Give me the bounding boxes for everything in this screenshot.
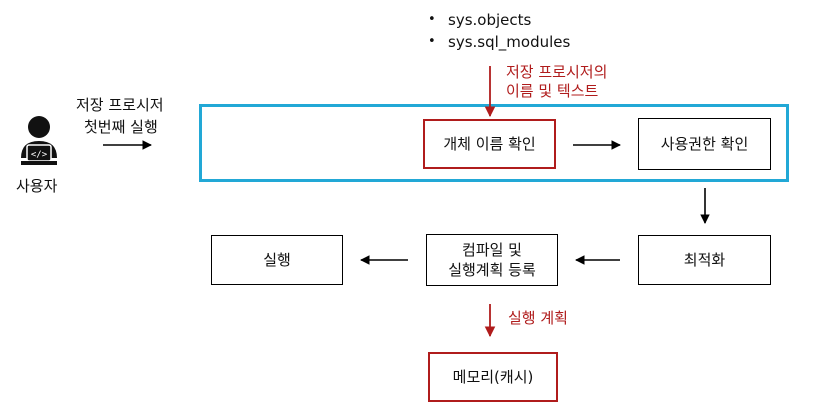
user-laptop-icon: </>	[18, 114, 60, 174]
user-label: 사용자	[16, 177, 58, 195]
compile-label-line2: 실행계획 등록	[448, 261, 536, 279]
memory-box: 메모리(캐시)	[428, 352, 558, 402]
validation-stage-frame	[199, 104, 789, 182]
source-label-line1: 저장 프로시저의	[506, 63, 608, 81]
source-list: sys.objects sys.sql_modules	[428, 9, 570, 53]
check-permission-box: 사용권한 확인	[638, 118, 771, 170]
check-permission-label: 사용권한 확인	[660, 135, 749, 153]
check-name-box: 개체 이름 확인	[423, 119, 556, 169]
execute-box: 실행	[211, 235, 343, 285]
memory-label: 메모리(캐시)	[452, 368, 534, 386]
compile-box: 컴파일 및 실행계획 등록	[426, 234, 558, 286]
compile-label-line1: 컴파일 및	[462, 241, 522, 259]
source-item: sys.sql_modules	[428, 31, 570, 53]
check-name-label: 개체 이름 확인	[443, 135, 536, 153]
execute-label: 실행	[263, 251, 291, 269]
optimize-label: 최적화	[683, 251, 726, 269]
first-exec-line2: 첫번째 실행	[84, 118, 158, 136]
svg-text:</>: </>	[31, 150, 48, 160]
plan-label: 실행 계획	[508, 309, 568, 327]
optimize-box: 최적화	[638, 235, 771, 285]
source-item: sys.objects	[428, 9, 570, 31]
first-exec-line1: 저장 프로시저	[76, 96, 164, 114]
source-label-line2: 이름 및 텍스트	[506, 82, 599, 100]
